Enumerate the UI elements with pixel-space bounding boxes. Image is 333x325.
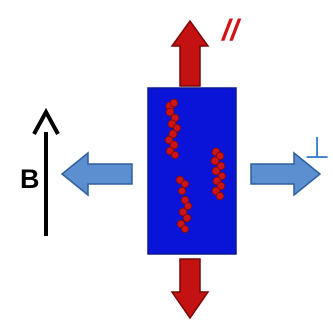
particle	[184, 202, 191, 209]
down-arrow-icon	[172, 259, 208, 318]
particle	[183, 214, 191, 222]
up-arrow-icon	[172, 21, 208, 86]
particle	[171, 151, 178, 158]
parallel-label: //	[220, 14, 241, 47]
particle	[181, 225, 188, 232]
particle	[216, 192, 224, 200]
particle	[181, 180, 188, 187]
left-arrow-icon	[62, 153, 132, 195]
perpendicular-label: ⊥	[304, 132, 330, 165]
particle	[170, 99, 178, 107]
sample-block	[148, 88, 236, 254]
field-label: B	[20, 164, 40, 194]
particle	[178, 187, 185, 194]
